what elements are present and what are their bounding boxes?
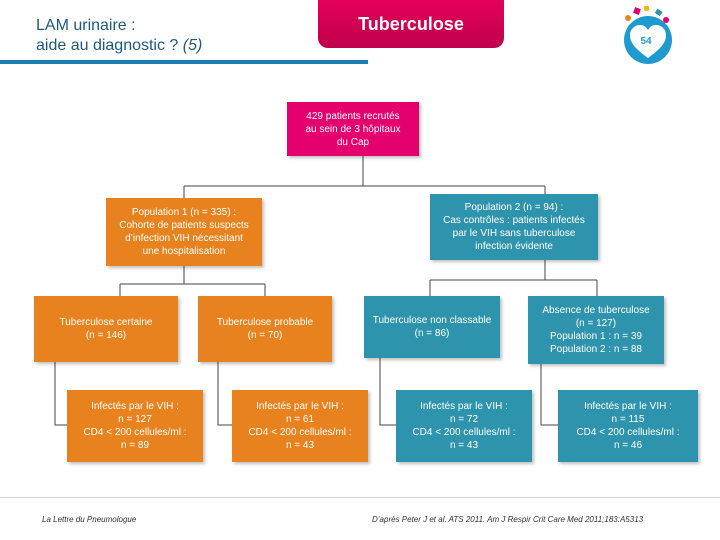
topic-label: Tuberculose: [358, 14, 464, 34]
node-population-2-text: Population 2 (n = 94) : Cas contrôles : …: [443, 202, 585, 252]
footer-divider: [0, 497, 720, 498]
node-hiv-no-tb: Infectés par le VIH : n = 115 CD4 < 200 …: [558, 390, 698, 462]
title-reference: (5): [182, 37, 203, 54]
connector-pop1-split: [119, 266, 266, 296]
title-line-2: aide au diagnostic ?: [36, 37, 179, 54]
node-population-1-text: Population 1 (n = 335) : Cohorte de pati…: [119, 207, 249, 257]
node-hiv-no-tb-text: Infectés par le VIH : n = 115 CD4 < 200 …: [576, 401, 680, 451]
topic-tab: [318, 0, 504, 48]
node-hiv-probable: Infectés par le VIH : n = 61 CD4 < 200 c…: [232, 390, 368, 462]
node-tb-unclassified-text: Tuberculose non classable (n = 86): [372, 315, 492, 339]
node-recruited-patients-text: 429 patients recrutés au sein de 3 hôpit…: [305, 110, 401, 148]
node-no-tb-text: Absence de tuberculose (n = 127) Populat…: [542, 305, 650, 355]
connector-unclassified-hiv: [379, 358, 396, 426]
header-bar: [0, 0, 368, 64]
connector-notb-hiv: [540, 364, 558, 426]
node-hiv-certain-text: Infectés par le VIH : n = 127 CD4 < 200 …: [83, 401, 187, 451]
node-no-tb: Absence de tuberculose (n = 127) Populat…: [528, 296, 664, 364]
node-hiv-probable-text: Infectés par le VIH : n = 61 CD4 < 200 c…: [248, 401, 352, 451]
footer-journal: La Lettre du Pneumologue: [42, 515, 137, 524]
title-line-1: LAM urinaire :: [36, 17, 136, 34]
node-hiv-unclassified-text: Infectés par le VIH : n = 72 CD4 < 200 c…: [412, 401, 516, 451]
node-population-2: Population 2 (n = 94) : Cas contrôles : …: [430, 194, 598, 260]
node-recruited-patients: 429 patients recrutés au sein de 3 hôpit…: [287, 102, 419, 156]
node-hiv-certain: Infectés par le VIH : n = 127 CD4 < 200 …: [67, 390, 203, 462]
footer-reference: D’après Peter J et al. ATS 2011. Am J Re…: [372, 515, 644, 524]
node-tb-probable-text: Tuberculose probable (n = 70): [216, 317, 314, 341]
connector-probable-hiv: [217, 362, 232, 426]
node-hiv-unclassified: Infectés par le VIH : n = 72 CD4 < 200 c…: [396, 390, 532, 462]
connector-certain-hiv: [54, 362, 67, 426]
node-tb-unclassified: Tuberculose non classable (n = 86): [364, 296, 500, 358]
node-tb-certain: Tuberculose certaine (n = 146): [34, 296, 178, 362]
connector-pop2-split: [429, 260, 598, 296]
badge-number: 54: [640, 36, 652, 47]
connector-root-split: [183, 156, 546, 198]
slide-title: LAM urinaire : aide au diagnostic ? (5): [36, 16, 356, 56]
node-tb-certain-text: Tuberculose certaine (n = 146): [59, 317, 153, 341]
heart-badge-icon: [624, 6, 672, 64]
node-tb-probable: Tuberculose probable (n = 70): [198, 296, 332, 362]
node-population-1: Population 1 (n = 335) : Cohorte de pati…: [106, 198, 262, 266]
